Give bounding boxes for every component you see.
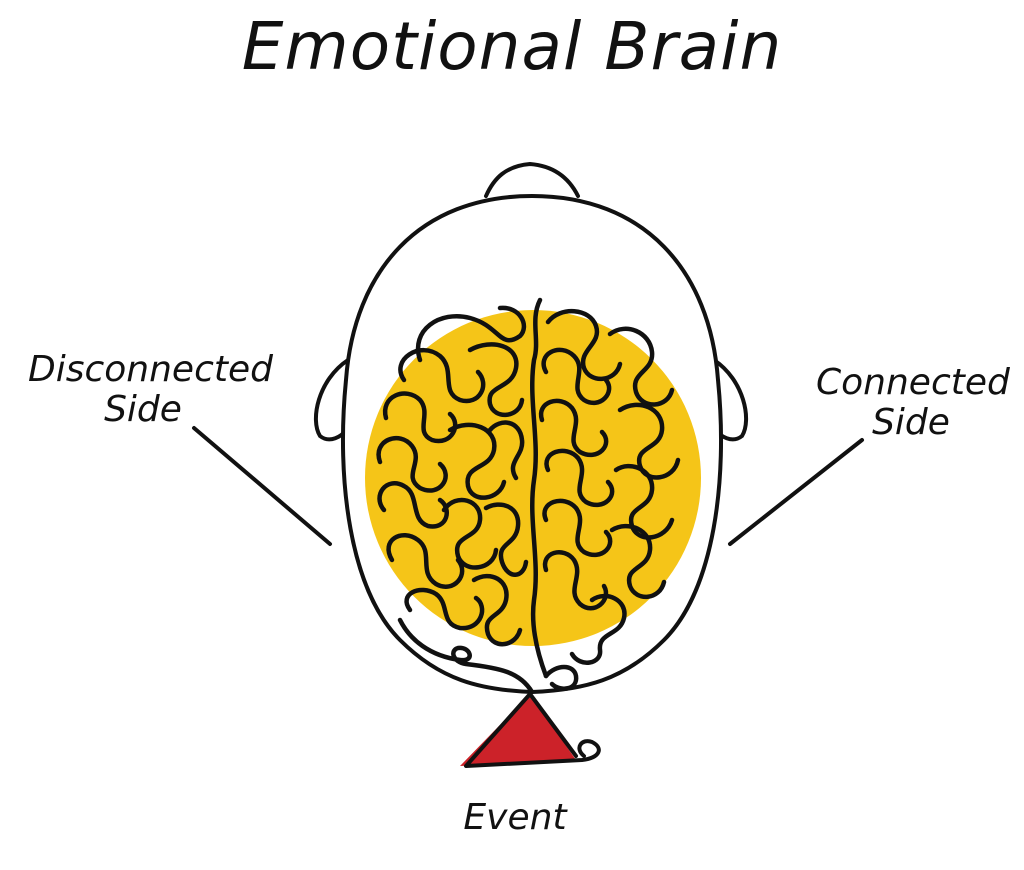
diagram-title: Emotional Brain (241, 8, 783, 85)
connected-label-line2: Side (872, 402, 950, 443)
disconnected-label-line2: Side (104, 389, 182, 430)
disconnected-side-label: Disconnected Side (28, 349, 273, 430)
event-triangle-outline (464, 692, 601, 768)
event-label: Event (463, 797, 567, 838)
right-hemisphere (530, 297, 681, 691)
disconnected-pointer-line (192, 426, 332, 546)
connected-label-line1: Connected (816, 362, 1010, 403)
connected-side-label: Connected Side (816, 362, 1010, 443)
disconnected-label-line1: Disconnected (28, 349, 273, 390)
left-ear (313, 358, 350, 442)
event-triangle-right-edge (528, 692, 578, 758)
connected-pointer-line (728, 438, 864, 546)
nose-bump (484, 161, 580, 198)
left-hemisphere (376, 305, 535, 695)
event-triangle (460, 694, 576, 766)
